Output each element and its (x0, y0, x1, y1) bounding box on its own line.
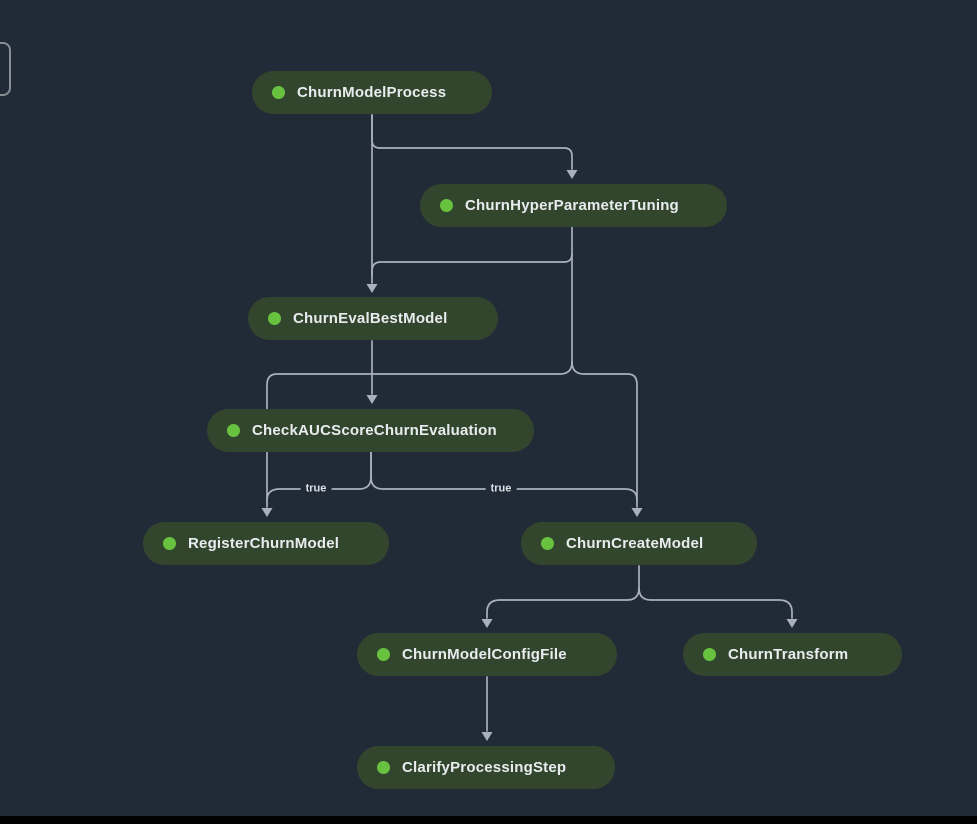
status-dot-icon (272, 86, 285, 99)
status-dot-icon (440, 199, 453, 212)
node-label: RegisterChurnModel (188, 535, 340, 552)
dag-node-churn-model-config-file[interactable]: ChurnModelConfigFile (357, 633, 617, 676)
dag-node-clarify-processing-step[interactable]: ClarifyProcessingStep (357, 746, 615, 789)
edge-tuning-to-createmodel (571, 361, 643, 517)
status-dot-icon (703, 648, 716, 661)
node-label: ChurnCreateModel (566, 535, 704, 552)
node-label: ChurnHyperParameterTuning (465, 197, 679, 214)
status-dot-icon (227, 424, 240, 437)
edge-checkauc-true-to-register (266, 451, 372, 501)
cropped-panel-control[interactable] (0, 42, 11, 96)
node-label: CheckAUCScoreChurnEvaluation (252, 422, 497, 439)
dag-node-check-auc-score-churn-evaluation[interactable]: CheckAUCScoreChurnEvaluation (207, 409, 534, 452)
status-dot-icon (377, 761, 390, 774)
dag-node-churn-eval-best-model[interactable]: ChurnEvalBestModel (248, 297, 498, 340)
edge-createmodel-to-transform (638, 587, 798, 628)
edge-label-true-right: true (485, 481, 517, 497)
node-label: ChurnEvalBestModel (293, 310, 448, 327)
status-dot-icon (541, 537, 554, 550)
arrowhead-icon (631, 508, 643, 517)
dag-node-register-churn-model[interactable]: RegisterChurnModel (143, 522, 389, 565)
node-label: ClarifyProcessingStep (402, 759, 567, 776)
dag-node-churn-hyper-parameter-tuning[interactable]: ChurnHyperParameterTuning (420, 184, 727, 227)
edge-label-true-left: true (300, 481, 332, 497)
status-dot-icon (268, 312, 281, 325)
edge-evalbest-to-checkauc (366, 340, 378, 404)
edge-tuning-to-evalbest (371, 253, 573, 277)
node-label: ChurnModelProcess (297, 84, 447, 101)
node-label: ChurnTransform (728, 646, 849, 663)
bottom-black-bar (0, 816, 977, 824)
edge-configfile-to-clarify (481, 676, 493, 741)
arrowhead-icon (566, 170, 578, 179)
edge-tuning-to-register (261, 361, 573, 517)
node-label: ChurnModelConfigFile (402, 646, 567, 663)
arrowhead-icon (786, 619, 798, 628)
edge-process-to-evalbest (366, 114, 378, 293)
arrowhead-icon (481, 619, 493, 628)
edge-process-to-tuning (371, 114, 578, 179)
edge-createmodel-to-configfile (481, 565, 640, 628)
status-dot-icon (377, 648, 390, 661)
arrowhead-icon (261, 508, 273, 517)
arrowhead-icon (366, 284, 378, 293)
dag-node-churn-model-process[interactable]: ChurnModelProcess (252, 71, 492, 114)
dag-node-churn-create-model[interactable]: ChurnCreateModel (521, 522, 757, 565)
arrowhead-icon (366, 395, 378, 404)
edge-checkauc-true-to-createmodel (370, 451, 638, 501)
status-dot-icon (163, 537, 176, 550)
dag-node-churn-transform[interactable]: ChurnTransform (683, 633, 902, 676)
arrowhead-icon (481, 732, 493, 741)
